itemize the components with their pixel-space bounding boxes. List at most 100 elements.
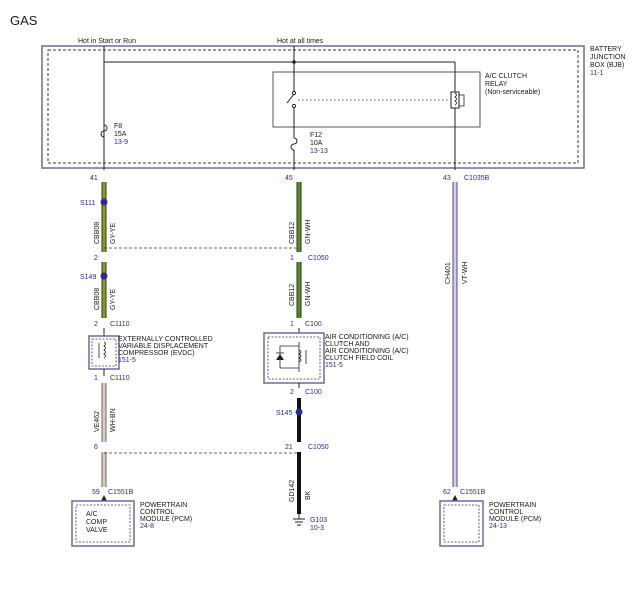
pin-1-c100: 1 [290, 321, 294, 328]
evdc-outline [88, 335, 120, 370]
pin-6-c1050: 6 [94, 444, 98, 451]
clutch-ref: 151-5 [325, 362, 343, 369]
pcm-left-outline [71, 500, 135, 547]
clutch-label-3: AIR CONDITIONING (A/C) [325, 348, 409, 355]
splice-s111-label: S111 [80, 200, 95, 207]
splice-s111 [100, 198, 108, 206]
bjb-label-2: JUNCTION [590, 54, 625, 61]
relay-switch-arm [286, 93, 295, 104]
pin-2-c100: 2 [290, 389, 294, 396]
pcm-left-label-1: POWERTRAIN [140, 502, 187, 509]
splice-s149-label: S149 [80, 274, 96, 281]
ground-name: G103 [310, 517, 327, 524]
relay-coil [450, 91, 460, 109]
wire-7-color: VT-WH [462, 261, 469, 284]
pin-2-c1110: 2 [94, 321, 98, 328]
connector-c1551b-a: C1551B [108, 489, 134, 496]
pcm-right-ref: 24-13 [489, 523, 507, 530]
pin-21-c1050: 21 [285, 444, 293, 451]
wire-2-circuit: CBB08 [94, 288, 101, 310]
pin-41: 41 [90, 175, 98, 182]
relay-label-1: A/C CLUTCH [485, 73, 527, 80]
bjb-dashed-outline [47, 49, 579, 164]
pcm-left-label-3: MODULE (PCM) [140, 516, 192, 523]
pin-59: 59 [92, 489, 100, 496]
connector-c1110-b: C1110 [110, 375, 130, 382]
pin-62: 62 [443, 489, 451, 496]
pcm-left-inner-1: A/C [86, 511, 98, 518]
fuse-f8-symbol [100, 124, 108, 138]
connector-c1551b-b: C1551B [460, 489, 486, 496]
pcm-left-ref: 24-8 [140, 523, 154, 530]
pin-43: 43 [443, 175, 451, 182]
pcm-right-arrow [452, 495, 458, 501]
relay-diode [459, 94, 465, 107]
pcm-right-dashed [443, 504, 480, 543]
wire-1-circuit: CBB08 [94, 222, 101, 244]
fuse-f12-name: F12 [310, 132, 322, 139]
pin-1-c1110: 1 [94, 375, 98, 382]
evdc-dashed [91, 338, 117, 367]
bjb-label-1: BATTERY [590, 46, 622, 53]
fuse-f8-name: F8 [114, 123, 122, 130]
wire-1-color: GY-YE [110, 223, 117, 244]
pcm-left-label-2: CONTROL [140, 509, 174, 516]
wire-3-color: GN-WH [305, 220, 312, 245]
connector-c1110-a: C1110 [110, 321, 130, 328]
connector-c100-b: C100 [305, 389, 322, 396]
wire-6-circuit: GD142 [289, 480, 296, 502]
pin-1-c1050: 1 [290, 255, 294, 262]
evdc-ref: 151-5 [118, 357, 136, 364]
connector-c1050-b: C1050 [308, 444, 329, 451]
diagram-title: GAS [10, 13, 38, 28]
hot-all-times-label: Hot at all times [277, 38, 324, 45]
clutch-diode-icon [276, 354, 284, 360]
wire-3-circuit: CBB12 [289, 222, 296, 244]
bjb-ref: 11-1 [590, 70, 604, 77]
fuse-f12-symbol [290, 137, 298, 151]
relay-coil-winding [454, 92, 457, 106]
wire-7-circuit: CH401 [445, 262, 452, 284]
evdc-label-2: VARIABLE DISPLACEMENT [118, 343, 209, 350]
wire-4-color: GN-WH [305, 282, 312, 307]
fuse-f12-rating: 10A [310, 140, 323, 147]
hot-start-run-label: Hot in Start or Run [78, 38, 136, 45]
connector-c1035b: C1035B [464, 175, 490, 182]
pcm-left-arrow [101, 495, 107, 501]
clutch-label-4: CLUTCH FIELD COIL [325, 355, 394, 362]
pcm-left-inner-3: VALVE [86, 527, 108, 534]
fuse-f8-rating: 15A [114, 131, 127, 138]
clutch-coil-icon [298, 349, 302, 363]
ground-ref: 10-3 [310, 525, 324, 532]
fuse-f8-ref: 13-9 [114, 139, 128, 146]
clutch-dashed [267, 336, 321, 380]
pcm-right-label-3: MODULE (PCM) [489, 516, 541, 523]
evdc-label-3: COMPRESSOR (EVDC) [118, 350, 195, 357]
pcm-right-label-1: POWERTRAIN [489, 502, 536, 509]
connector-c100-a: C100 [305, 321, 322, 328]
evdc-label-1: EXTERNALLY CONTROLLED [118, 336, 213, 343]
splice-s145 [295, 408, 303, 416]
evdc-coil-icon [103, 341, 106, 359]
clutch-label-1: AIR CONDITIONING (A/C) [325, 334, 409, 341]
splice-s145-label: S145 [276, 410, 292, 417]
pin-45: 45 [285, 175, 293, 182]
wire-5-color: WH-BN [110, 408, 117, 432]
wire-6-color: BK [305, 490, 312, 500]
relay-box [272, 71, 481, 128]
relay-label-2: RELAY [485, 81, 508, 88]
fuse-f12-ref: 13-13 [310, 148, 328, 155]
bjb-label-3: BOX (BJB) [590, 62, 624, 69]
relay-label-3: (Non-serviceable) [485, 89, 540, 96]
pin-2-c1050: 2 [94, 255, 98, 262]
connector-c1050-a: C1050 [308, 255, 329, 262]
pcm-right-label-2: CONTROL [489, 509, 523, 516]
clutch-label-2: CLUTCH AND [325, 341, 370, 348]
pcm-left-inner-2: COMP [86, 519, 107, 526]
wire-5-circuit: VE462 [94, 411, 101, 432]
bjb-outline [41, 45, 585, 169]
clutch-outline [263, 332, 325, 384]
wire-4-circuit: CBB12 [289, 284, 296, 306]
pcm-right-outline [439, 500, 484, 547]
